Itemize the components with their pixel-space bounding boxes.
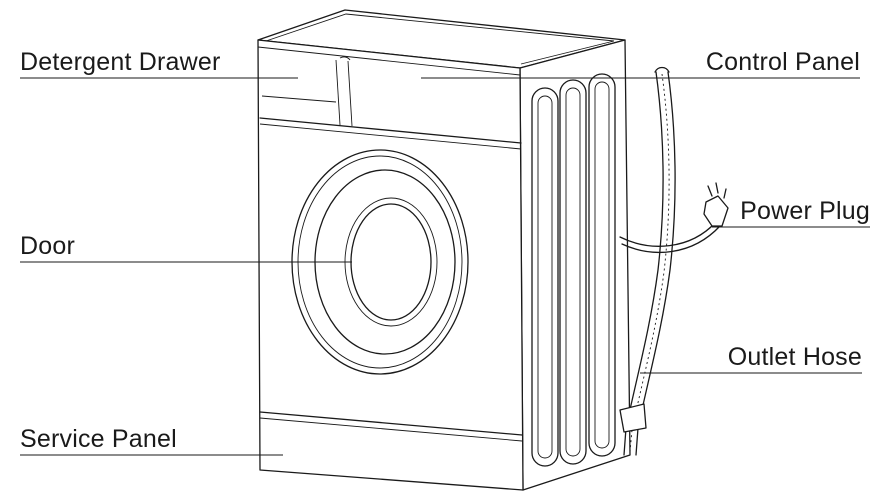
label-service-panel: Service Panel (20, 425, 177, 453)
power-plug (703, 182, 729, 227)
side-ribs (531, 73, 616, 467)
detergent-drawer (261, 95, 337, 103)
control-panel (259, 56, 522, 150)
outlet-hose (619, 66, 676, 456)
label-control-panel: Control Panel (706, 48, 860, 76)
service-panel (259, 411, 523, 442)
label-outlet-hose: Outlet Hose (728, 343, 862, 371)
label-detergent-drawer: Detergent Drawer (20, 48, 221, 76)
machine-front (257, 39, 524, 491)
washing-machine (257, 9, 631, 491)
label-power-plug: Power Plug (740, 197, 870, 225)
label-door: Door (20, 232, 75, 260)
machine-side (519, 39, 631, 491)
